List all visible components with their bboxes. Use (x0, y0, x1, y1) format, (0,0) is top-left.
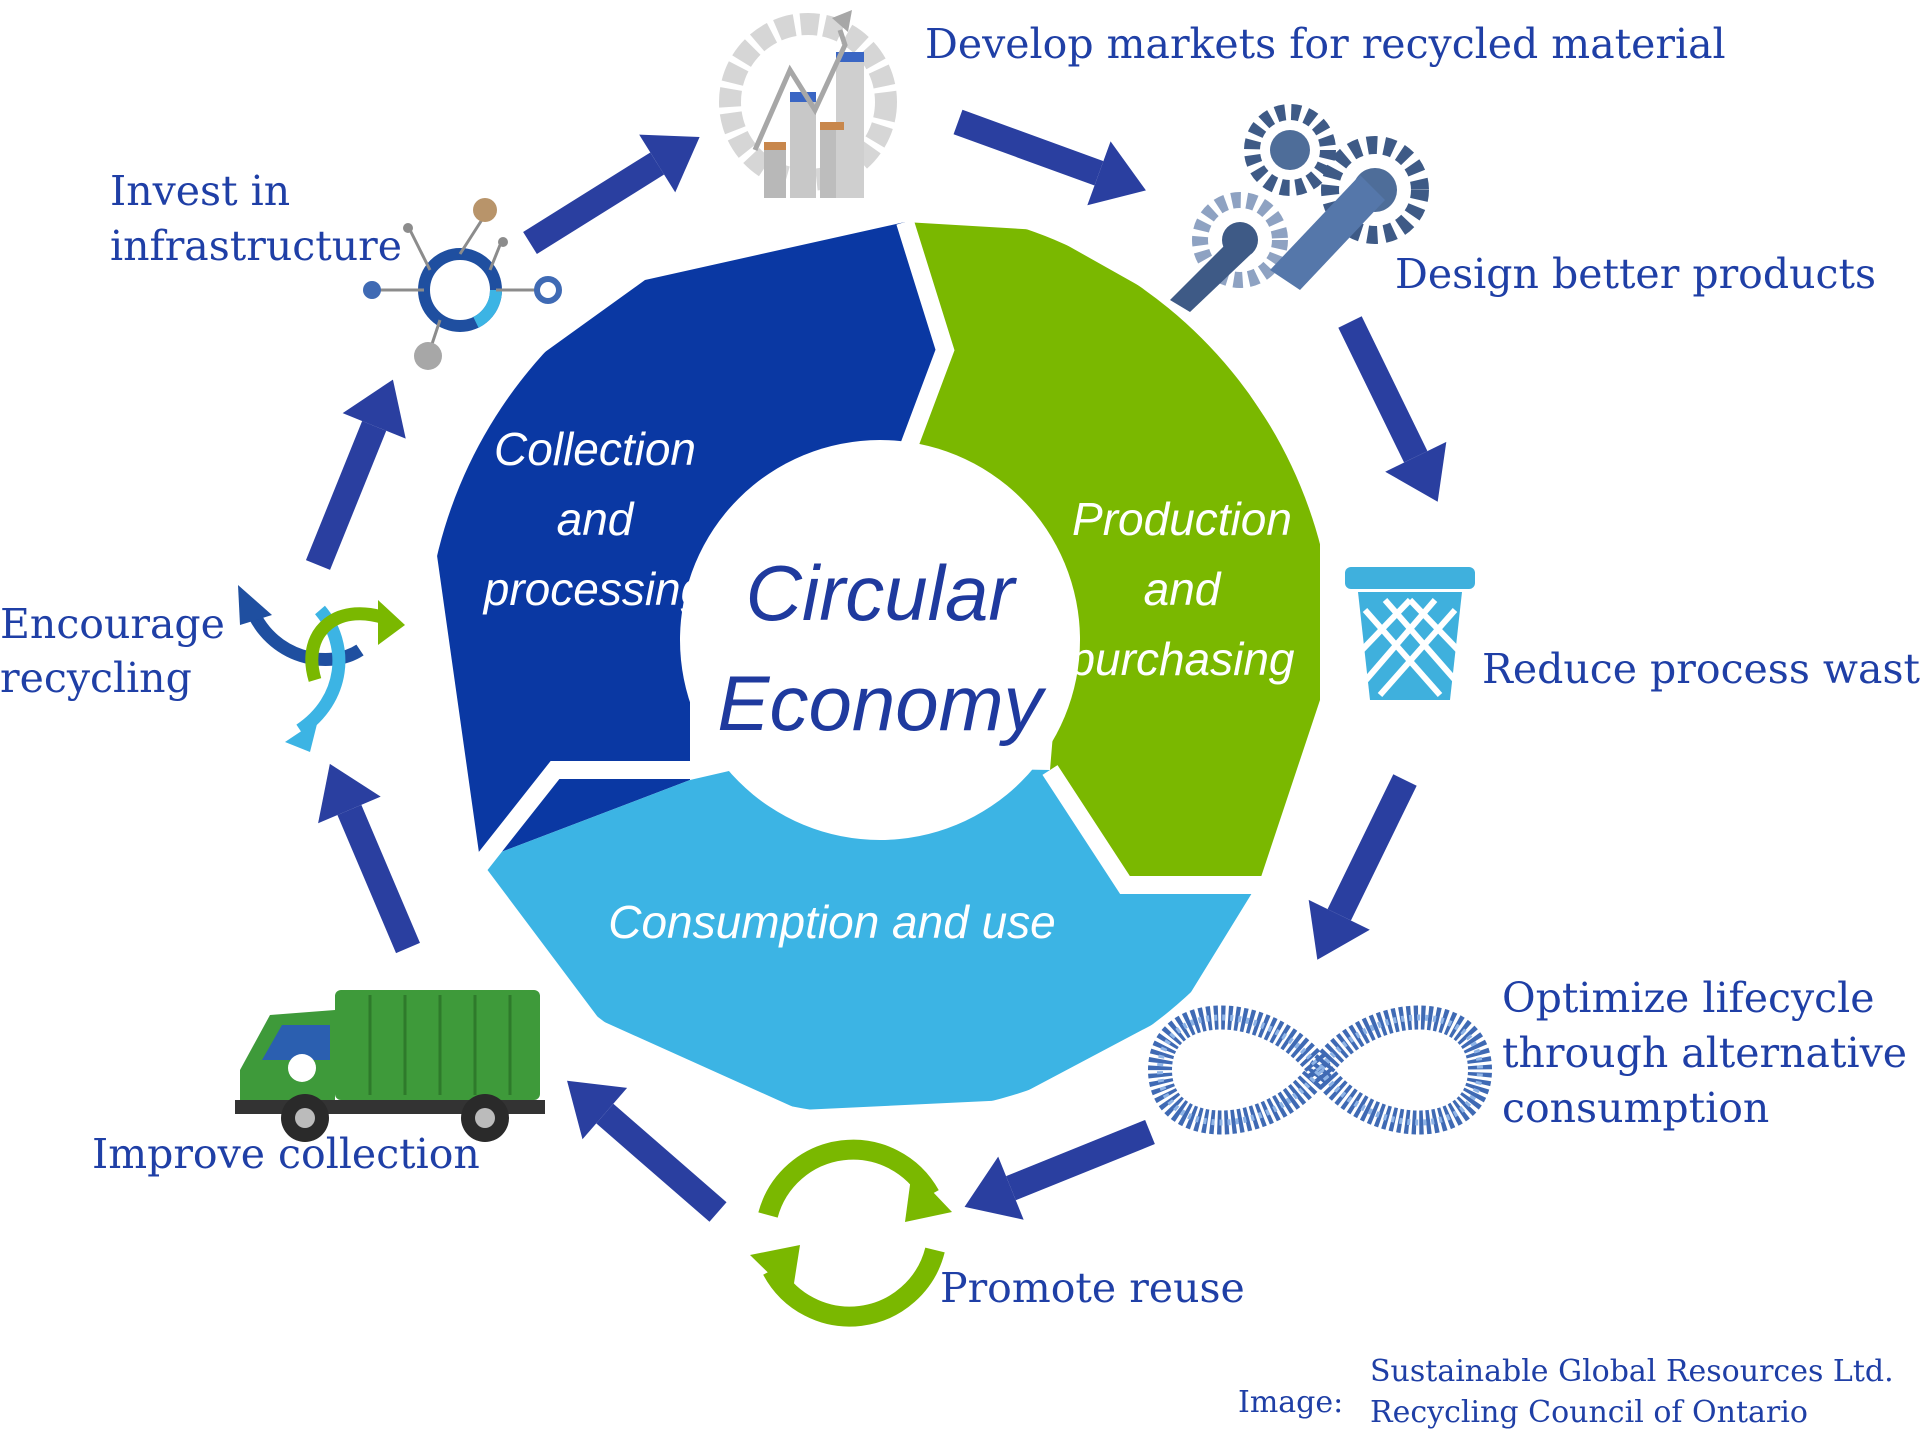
cycle-arrows (305, 109, 1447, 1222)
label-optimize-line2: through alternative (1502, 1029, 1907, 1077)
label-reduce: Reduce process waste (1482, 645, 1920, 693)
credit-line2: Recycling Council of Ontario (1370, 1395, 1808, 1430)
recycle-arrows-icon (238, 585, 405, 752)
label-infrastructure-line1: Invest in (110, 167, 290, 215)
arrow-collection-to-recycling (318, 763, 420, 954)
credit-line1: Sustainable Global Resources Ltd. (1370, 1354, 1894, 1389)
label-develop-markets: Develop markets for recycled material (925, 20, 1726, 68)
arrow-design-to-reduce (1338, 316, 1447, 502)
label-design: Design better products (1395, 250, 1876, 298)
chart-icon (719, 10, 897, 198)
segment-consumption-shape (480, 765, 1260, 1110)
segment-collection-line2: and (557, 493, 635, 545)
segment-production-line1: Production (1072, 493, 1292, 545)
label-recycling-line1: Encourage (0, 600, 225, 648)
label-recycling-line2: recycling (0, 654, 192, 702)
segment-production-line3: purchasing (1067, 633, 1294, 685)
label-optimize-line3: consumption (1502, 1084, 1769, 1132)
segment-production-shape (905, 222, 1320, 885)
center-circle (680, 440, 1080, 840)
gears-icon (1170, 104, 1429, 312)
label-collection: Improve collection (92, 1130, 480, 1178)
center-title-line1: Circular (746, 549, 1018, 637)
label-reuse: Promote reuse (940, 1264, 1245, 1312)
segment-collection-line3: processing (482, 563, 707, 615)
arrow-reduce-to-optimize (1308, 774, 1417, 960)
arrow-markets-to-design (953, 109, 1146, 206)
infinity-icon (1147, 1005, 1493, 1135)
arrow-optimize-to-reuse (964, 1119, 1155, 1220)
reuse-icon (750, 1139, 952, 1327)
segment-collection-line1: Collection (494, 423, 696, 475)
ring (425, 205, 1335, 1115)
segment-production-line2: and (1144, 563, 1222, 615)
center-title-line2: Economy (717, 659, 1046, 747)
arrow-recycling-to-infra (305, 379, 406, 570)
arrow-infra-to-markets (523, 134, 700, 255)
segment-collection-shape (432, 222, 940, 860)
garbage-truck-icon (235, 990, 545, 1142)
segment-consumption-label: Consumption and use (608, 896, 1056, 948)
label-optimize-line1: Optimize lifecycle (1502, 974, 1874, 1022)
network-icon (363, 198, 562, 370)
arrow-reuse-to-collection (567, 1080, 727, 1222)
credit-prefix: Image: (1238, 1385, 1343, 1420)
wastebasket-icon (1345, 567, 1475, 700)
label-infrastructure-line2: infrastructure (110, 222, 402, 270)
